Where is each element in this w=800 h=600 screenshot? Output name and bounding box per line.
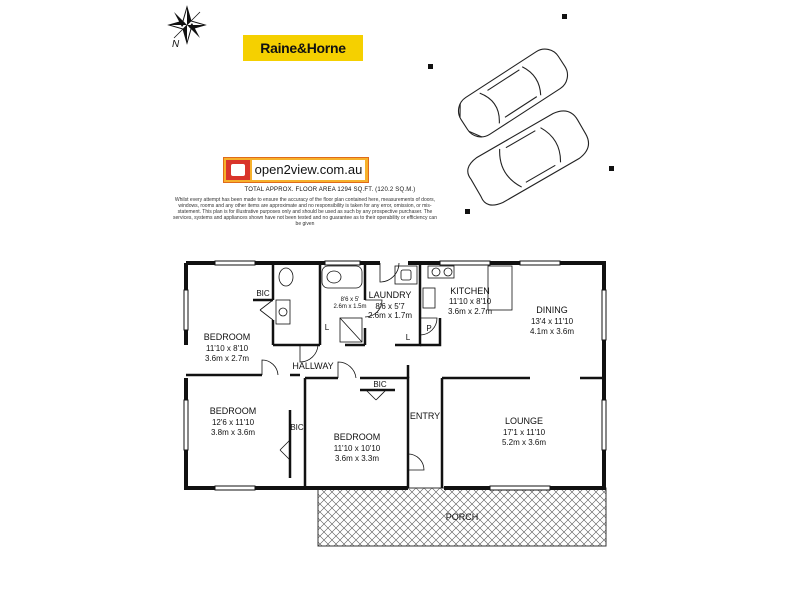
room-label-lounge: LOUNGE 17'1 x 11'10 5.2m x 3.6m [502,416,546,447]
linen-label: L [325,323,330,332]
room-name: KITCHEN [450,286,490,296]
linen-label: L [406,333,411,342]
bollard-icon [428,14,614,214]
room-label-laundry: LAUNDRY 8'6 x 5'7 2.6m x 1.7m [368,290,412,320]
room-metric: 5.2m x 3.6m [502,438,546,447]
room-label-bedroom-1: BEDROOM 11'10 x 8'10 3.6m x 2.7m [204,332,251,363]
open2view-logo: open2view.com.au [223,157,369,183]
room-name: BEDROOM [204,332,251,342]
car-icon [457,48,569,138]
north-label: N [172,39,180,50]
room-label-porch: PORCH [446,512,479,522]
site-name: open2view.com.au [252,160,365,180]
fixtures [275,265,513,343]
floor-area-text: TOTAL APPROX. FLOOR AREA 1294 SQ.FT. (12… [244,187,416,193]
room-name: LOUNGE [505,416,543,426]
room-imperial: 11'10 x 8'10 [206,344,249,353]
interior-walls [186,263,604,488]
car-icon [467,110,590,206]
room-name: BEDROOM [210,406,257,416]
room-name: LAUNDRY [369,290,412,300]
disclaimer-text: Whilst every attempt has been made to en… [173,197,437,227]
house-icon [226,160,250,180]
bic-label: BIC [290,423,304,432]
room-label-bedroom-3: BEDROOM 11'10 x 10'10 3.6m x 3.3m [334,432,381,463]
room-metric: 3.6m x 2.7m [448,307,492,316]
room-metric: 4.1m x 3.6m [530,327,574,336]
raine-horne-logo: Raine&Horne [243,35,363,61]
bic-label: BIC [256,289,270,298]
porch-area [317,487,607,547]
brand-name: Raine&Horne [260,40,346,56]
room-metric: 2.6m x 1.7m [368,311,412,320]
room-imperial: 11'10 x 10'10 [334,444,381,453]
pantry-label: P [426,324,431,333]
room-label-dining: DINING 13'4 x 11'10 4.1m x 3.6m [530,305,574,336]
room-name: DINING [536,305,568,315]
room-imperial: 17'1 x 11'10 [503,428,546,437]
room-label-hallway: HALLWAY [292,361,333,371]
room-label-bath: 8'6 x 5' 2.6m x 1.5m [333,297,366,310]
bic-label: BIC [373,380,387,389]
room-imperial: 8'6 x 5'7 [375,302,405,311]
room-metric: 3.6m x 3.3m [335,454,379,463]
room-label-entry: ENTRY [410,411,440,421]
room-imperial: 11'10 x 8'10 [449,297,492,306]
room-metric: 3.6m x 2.7m [205,354,249,363]
room-metric: 2.6m x 1.5m [333,304,366,310]
room-imperial: 8'6 x 5' [341,297,360,303]
compass-icon [167,5,207,45]
windows [183,260,607,491]
room-label-bedroom-2: BEDROOM 12'6 x 11'10 3.8m x 3.6m [210,406,257,437]
room-label-kitchen: KITCHEN 11'10 x 8'10 3.6m x 2.7m [448,286,492,316]
room-name: BEDROOM [334,432,381,442]
room-imperial: 13'4 x 11'10 [531,317,574,326]
room-imperial: 12'6 x 11'10 [212,418,255,427]
door-swings [259,262,438,471]
room-metric: 3.8m x 3.6m [211,428,255,437]
